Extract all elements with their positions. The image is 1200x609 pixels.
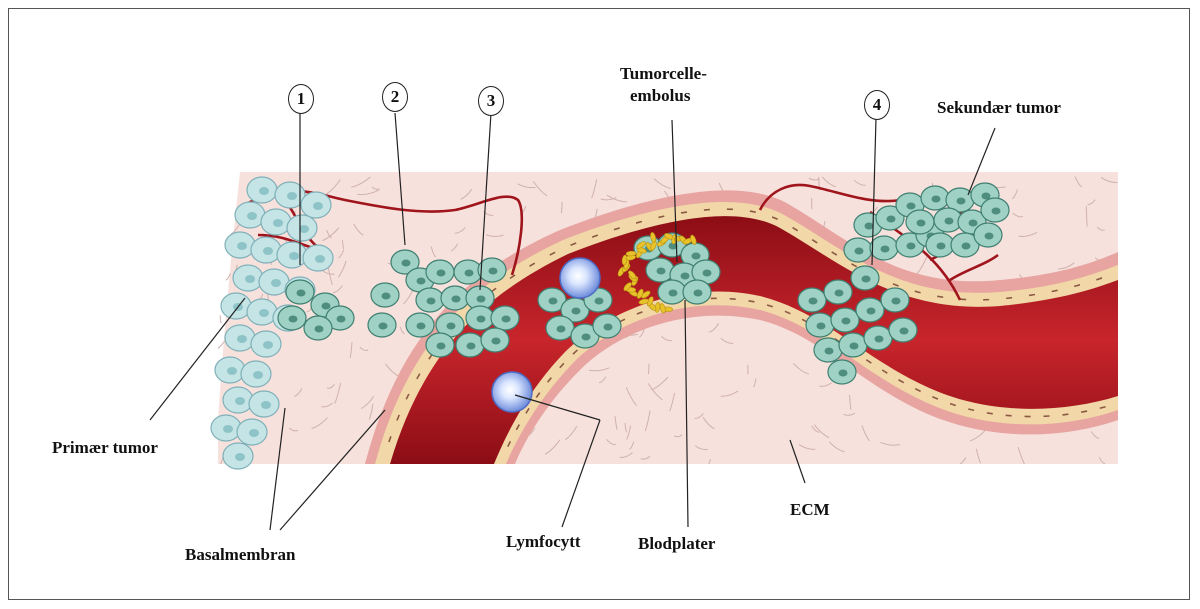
label-ecm: ECM	[790, 500, 830, 520]
label-lymphocyte: Lymfocytt	[506, 532, 581, 552]
label-tumor-embolus-line2: embolus	[630, 86, 690, 106]
lymphocyte-cell	[492, 372, 532, 412]
step-marker-3: 3	[478, 86, 504, 116]
label-basement-membrane: Basalmembran	[185, 545, 296, 565]
lymphocyte-cell	[560, 258, 600, 298]
step-marker-4: 4	[864, 90, 890, 120]
label-primary-tumor: Primær tumor	[52, 438, 158, 458]
label-secondary-tumor: Sekundær tumor	[937, 98, 1061, 118]
label-tumor-embolus-line1: Tumorcelle-	[620, 64, 707, 84]
step-marker-1: 1	[288, 84, 314, 114]
label-platelets: Blodplater	[638, 534, 715, 554]
step-marker-2: 2	[382, 82, 408, 112]
